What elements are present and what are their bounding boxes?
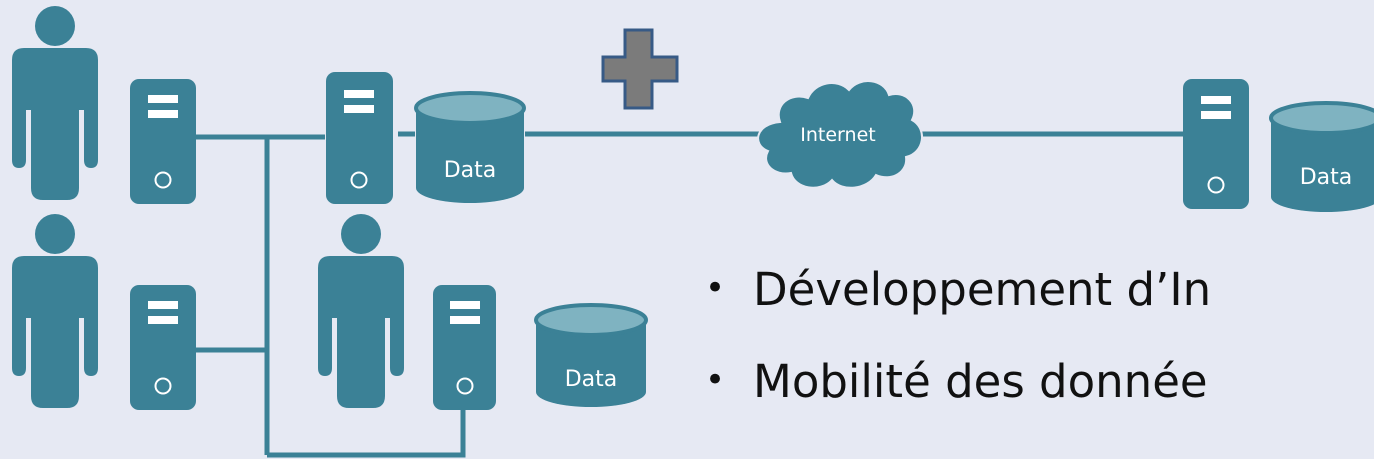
plus-icon xyxy=(601,28,679,110)
server-icon xyxy=(130,79,196,204)
server-icon xyxy=(326,72,393,204)
person-icon xyxy=(318,214,404,408)
bullet-dot: • xyxy=(705,268,726,308)
server-icon xyxy=(1183,79,1249,209)
person-icon xyxy=(12,214,98,408)
database-icon: Data xyxy=(534,303,648,407)
server-icon xyxy=(130,285,196,410)
cloud-label: Internet xyxy=(800,124,875,146)
person-icon xyxy=(12,6,98,200)
bullet-dot: • xyxy=(705,360,726,400)
bullet-item: • Mobilité des donnée xyxy=(705,350,1208,412)
database-icon: Data xyxy=(414,91,526,203)
database-label: Data xyxy=(444,158,497,183)
bullet-text: Développement d’In xyxy=(753,263,1212,316)
database-label: Data xyxy=(565,367,618,392)
cloud-icon: Internet xyxy=(757,80,923,189)
database-label: Data xyxy=(1300,165,1353,190)
server-icon xyxy=(433,285,496,410)
database-icon: Data xyxy=(1269,101,1374,212)
lan-link-server-d-bus xyxy=(267,392,466,458)
bullet-text: Mobilité des donnée xyxy=(753,355,1208,408)
network-links xyxy=(195,131,1185,458)
bullet-item: • Développement d’In xyxy=(705,258,1211,320)
